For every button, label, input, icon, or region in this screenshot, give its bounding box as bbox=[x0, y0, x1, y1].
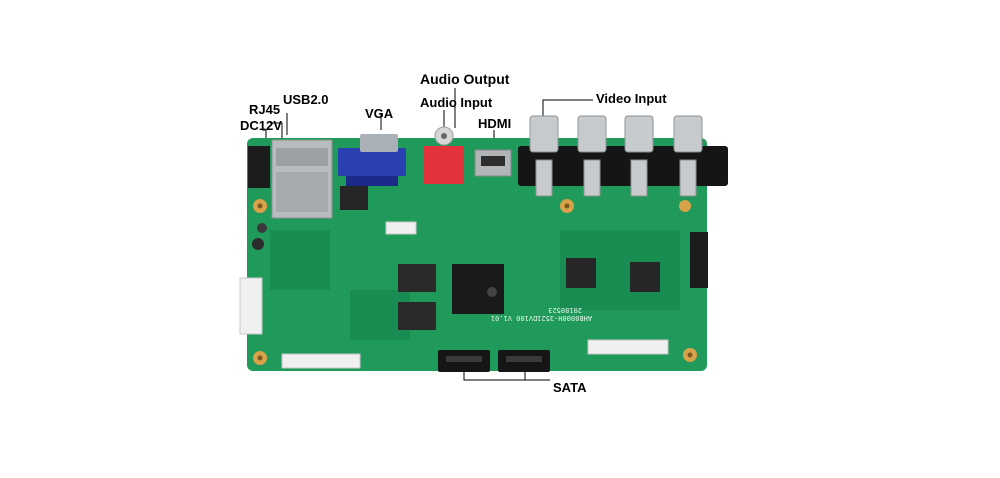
silkscreen-model: AHB8008H-3521DV100 V1.01 bbox=[491, 314, 592, 322]
silkscreen-date: 20180523 bbox=[548, 306, 582, 314]
vga-connector bbox=[338, 148, 406, 176]
label-vga: VGA bbox=[365, 106, 394, 121]
label-audio-input: Audio Input bbox=[420, 95, 493, 110]
audio-rca-connector bbox=[424, 146, 464, 184]
video-input-bnc-block bbox=[518, 146, 728, 186]
power-header bbox=[239, 277, 263, 335]
label-audio-output: Audio Output bbox=[420, 71, 510, 87]
right-header bbox=[587, 339, 669, 355]
label-usb: USB2.0 bbox=[283, 92, 329, 107]
label-sata: SATA bbox=[553, 380, 587, 395]
label-hdmi: HDMI bbox=[478, 116, 512, 131]
decoder-chip-1 bbox=[566, 258, 596, 288]
main-cpu-chip bbox=[452, 264, 504, 314]
bottom-header bbox=[281, 353, 361, 369]
callout-lines bbox=[262, 88, 593, 381]
dc-jack bbox=[248, 146, 270, 188]
ram-chip-1 bbox=[398, 264, 436, 292]
label-rj45: RJ45 bbox=[249, 102, 281, 117]
label-dc12v: DC12V bbox=[240, 118, 282, 133]
side-connector bbox=[690, 232, 708, 288]
decoder-chip-2 bbox=[630, 262, 660, 292]
label-video-input: Video Input bbox=[596, 91, 667, 106]
ram-chip-2 bbox=[398, 302, 436, 330]
